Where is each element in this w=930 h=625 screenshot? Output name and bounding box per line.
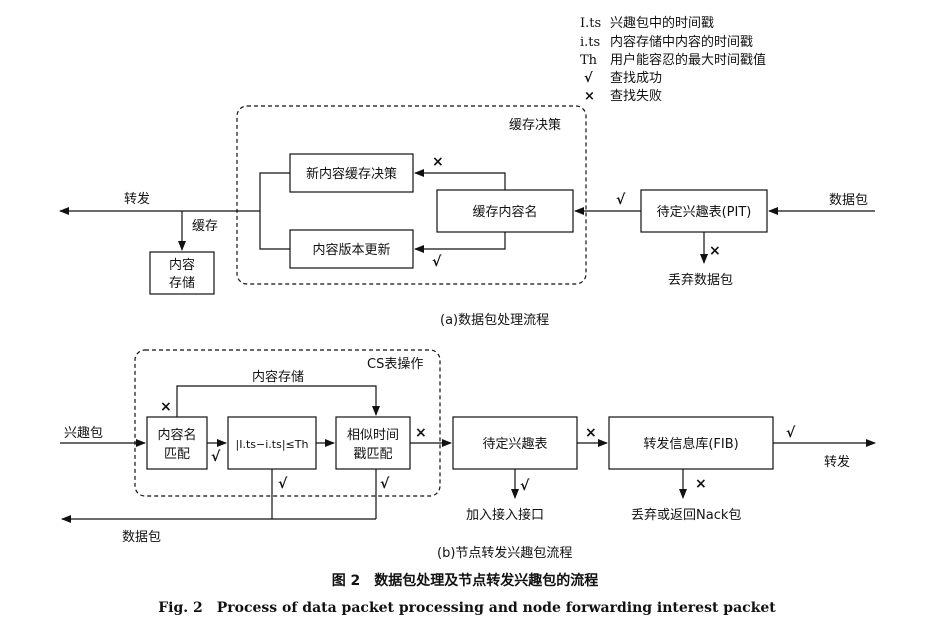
join-interface-label: 加入接入接口 [466,507,544,523]
legend-text-4: 查找成功 [610,71,662,86]
content-store-label-1: 内容 [169,257,195,273]
content-store-path-label: 内容存储 [252,369,304,385]
forward-label-b: 转发 [824,454,850,470]
forward-label-a: 转发 [124,191,150,207]
arrow-content-store-path [176,385,380,417]
pit-b-fail-mark: × [585,425,597,441]
arrow-to-version-update [414,232,506,253]
cache-name-success-mark: √ [432,254,442,270]
merge-bracket [259,172,290,250]
fib-label: 转发信息库(FIB) [643,436,738,452]
interest-input-label: 兴趣包 [64,426,103,441]
cs-operation-label: CS表操作 [367,356,423,372]
cs-operation-group [134,349,441,497]
pit-success-mark: √ [616,192,626,208]
part-a: 缓存决策 新内容缓存决策 内容版本更新 缓存内容名 待定兴趣表(PIT) 内容 … [59,105,875,328]
cache-label: 缓存 [192,219,218,234]
cache-name-label: 缓存内容名 [472,204,537,220]
legend-text-1: 兴趣包中的时间戳 [610,15,714,31]
arrow-to-new-cache [414,169,506,190]
pit-box-b [452,416,578,470]
legend-text-3: 用户能容忍的最大时间戳值 [610,52,766,68]
similar-success-mark: √ [380,476,390,492]
version-update-label: 内容版本更新 [312,242,390,258]
legend-key-5: × [584,89,595,104]
name-match-label-2: 匹配 [164,447,190,462]
similar-ts-label-1: 相似时间 [347,428,399,443]
pit-label-b: 待定兴趣表 [482,437,547,452]
ts-success-mark: √ [278,476,288,492]
content-store-box [149,251,215,295]
pit-label-a: 待定兴趣表(PIT) [657,205,752,220]
legend-key-4: √ [584,71,593,86]
new-content-cache-label: 新内容缓存决策 [306,166,397,182]
name-match-label-1: 内容名 [157,427,196,443]
name-match-fail-mark: × [160,399,172,415]
legend-key-3: Th [580,53,598,68]
similar-fail-mark: × [415,425,427,441]
fib-success-mark: √ [786,425,796,441]
caption-b: (b)节点转发兴趣包流程 [437,545,572,561]
fib-box [608,416,774,470]
similar-ts-label-2: 戳匹配 [353,447,392,462]
content-store-label-2: 存储 [169,276,195,291]
cache-decision-label: 缓存决策 [509,117,561,133]
name-match-success-mark: √ [211,449,221,465]
cache-name-fail-mark: × [432,154,444,170]
timestamp-check-box [227,416,317,470]
pit-fail-mark: × [709,243,721,259]
figure-title-cn: 图 2 数据包处理及节点转发兴趣包的流程 [332,572,599,589]
legend-key-2: i.ts [580,35,600,50]
data-packet-label-b: 数据包 [122,530,161,545]
version-update-box [289,229,414,269]
figure-title-en: Fig. 2 Process of data packet processing… [158,600,776,616]
timestamp-check-label: |I.ts−i.ts|≤Th [236,438,309,451]
legend: I.ts 兴趣包中的时间戳 i.ts 内容存储中内容的时间戳 Th 用户能容忍的… [580,15,766,104]
discard-nack-label: 丢弃或返回Nack包 [631,508,741,523]
fib-fail-mark: × [695,476,707,492]
discard-data-label: 丢弃数据包 [668,273,733,288]
legend-key-1: I.ts [580,16,601,31]
data-packet-input-label: 数据包 [829,193,868,208]
part-b: CS表操作 内容名 匹配 |I.ts−i.ts|≤Th 相似时间 戳匹配 待定兴… [60,349,876,561]
cache-decision-group [236,105,587,285]
legend-text-5: 查找失败 [610,89,662,104]
new-content-cache-box [289,153,414,193]
legend-text-2: 内容存储中内容的时间戳 [610,34,753,50]
similar-ts-match-box [335,416,411,470]
caption-a: (a)数据包处理流程 [440,313,549,328]
pit-b-success-mark: √ [520,478,530,494]
